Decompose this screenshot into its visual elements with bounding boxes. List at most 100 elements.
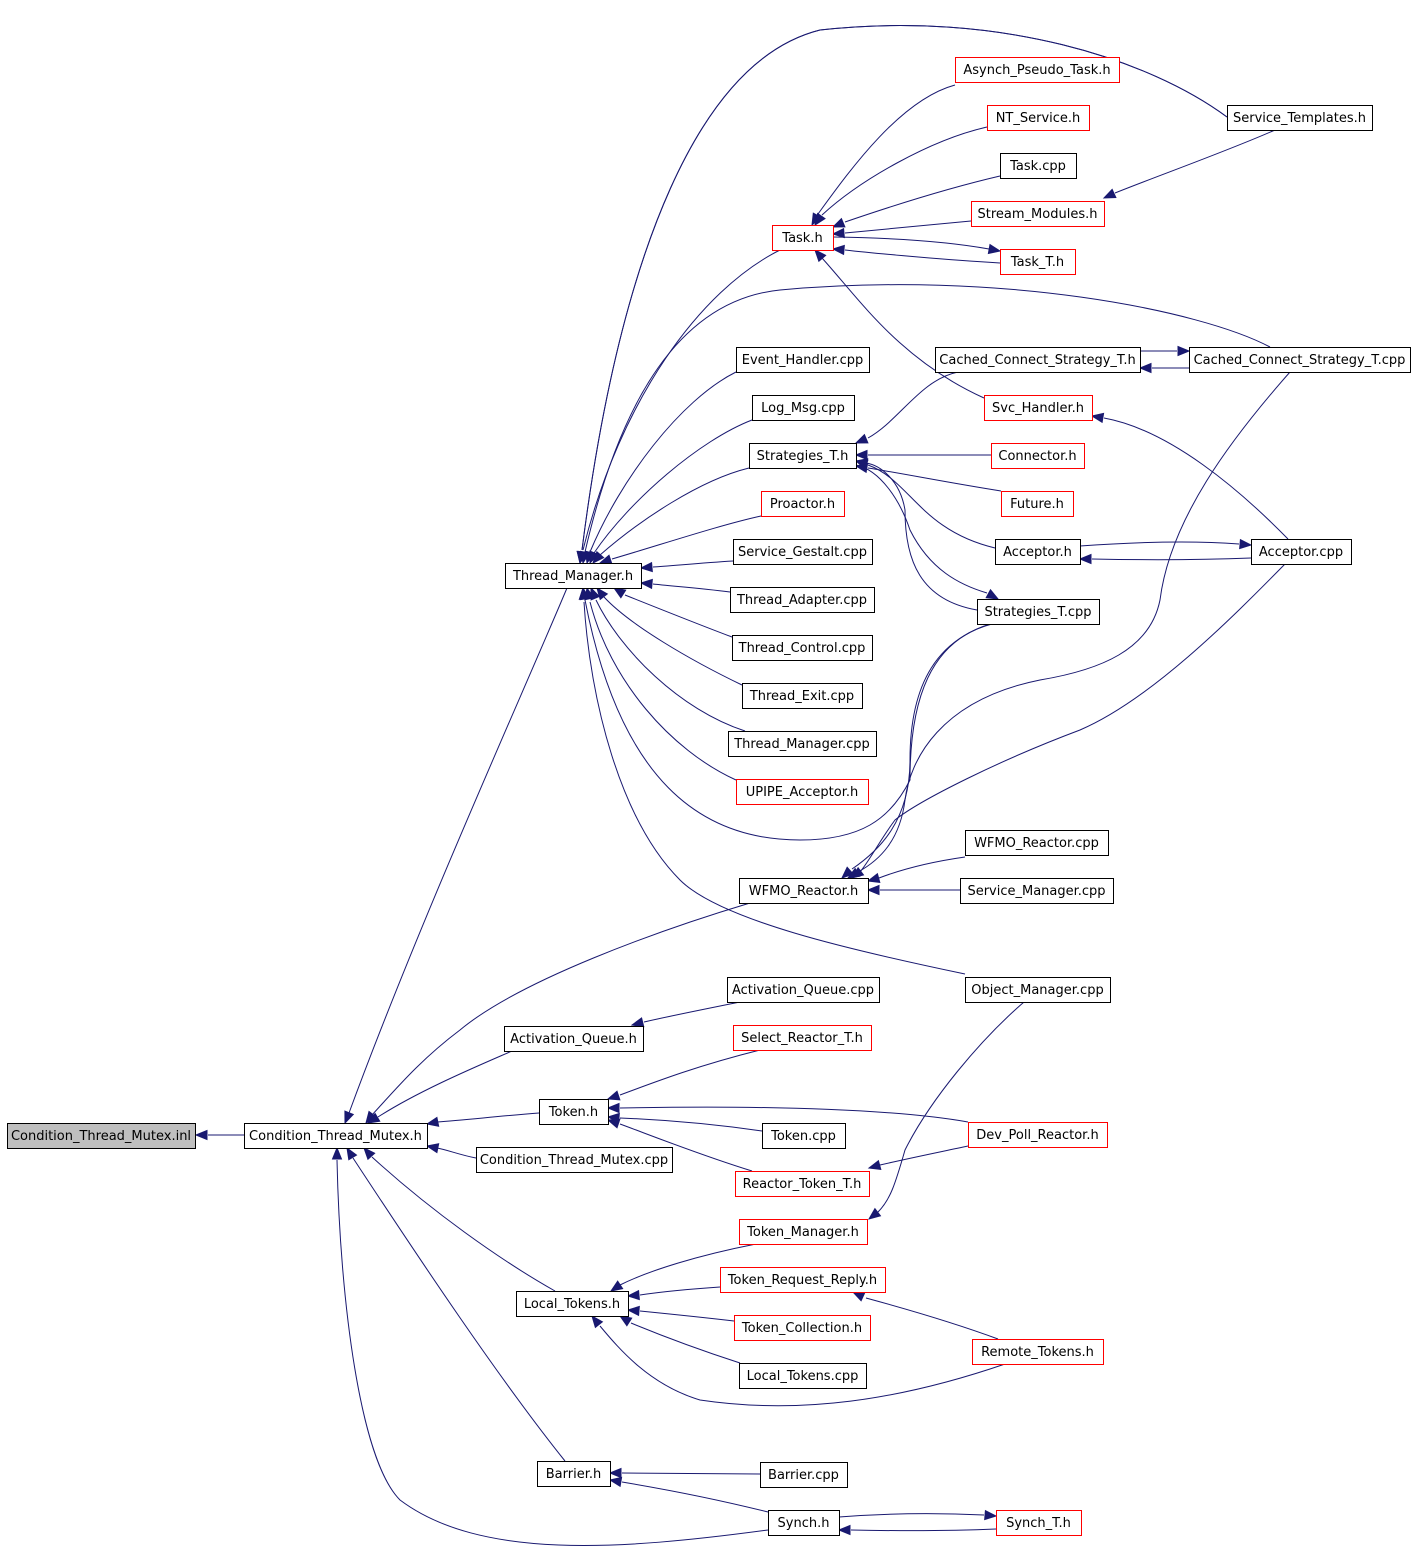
node-asynch-pseudo-task-h[interactable]: Asynch_Pseudo_Task.h [955,57,1120,83]
node-label: Task.h [781,231,822,246]
arrowhead [596,586,609,601]
node-connector-h[interactable]: Connector.h [991,443,1085,469]
edge-line [867,464,996,549]
node-wfmo-reactor-h[interactable]: WFMO_Reactor.h [739,878,869,904]
node-label: Activation_Queue.cpp [732,983,874,998]
edge-line [599,1325,1006,1407]
node-remote-tokens-h[interactable]: Remote_Tokens.h [972,1339,1104,1365]
node-thread-manager-cpp[interactable]: Thread_Manager.cpp [728,731,877,757]
edge-line [621,1472,761,1475]
node-svc-handler-h[interactable]: Svc_Handler.h [984,395,1093,421]
node-select-reactor-t-h[interactable]: Select_Reactor_T.h [733,1025,872,1051]
node-activation-queue-h[interactable]: Activation_Queue.h [504,1026,644,1052]
node-task-t-h[interactable]: Task_T.h [1000,249,1076,275]
arrowhead [626,1289,640,1301]
node-local-tokens-h[interactable]: Local_Tokens.h [516,1291,629,1317]
node-box [965,977,1111,1003]
node-cached-connect-strategy-t-h[interactable]: Cached_Connect_Strategy_T.h [935,347,1141,373]
node-stream-modules-h[interactable]: Stream_Modules.h [971,201,1105,227]
edge-select_reactor_t_h-to-token_h [606,1049,761,1101]
node-thread-manager-h[interactable]: Thread_Manager.h [505,563,642,589]
node-wfmo-reactor-cpp[interactable]: WFMO_Reactor.cpp [965,830,1109,856]
arrowhead [425,1143,440,1154]
node-service-gestalt-cpp[interactable]: Service_Gestalt.cpp [733,539,873,565]
edge-line [838,1513,985,1518]
node-barrier-h[interactable]: Barrier.h [537,1461,611,1487]
node-label: Remote_Tokens.h [981,1345,1094,1360]
edge-service_manager_cpp-to-wfmo_reactor_h [866,884,960,896]
node-label: Thread_Manager.cpp [733,737,870,752]
node-box [505,563,642,589]
node-event-handler-cpp[interactable]: Event_Handler.cpp [736,347,870,373]
node-strategies-t-cpp[interactable]: Strategies_T.cpp [977,599,1100,625]
node-box [1227,105,1373,131]
node-cached-connect-strategy-t-cpp[interactable]: Cached_Connect_Strategy_T.cpp [1189,347,1411,373]
edge-svc_handler_h-to-task_h [814,249,985,399]
node-ctm-h[interactable]: Condition_Thread_Mutex.h [244,1123,428,1149]
node-token-cpp[interactable]: Token.cpp [762,1123,846,1149]
node-object-manager-cpp[interactable]: Object_Manager.cpp [965,977,1111,1003]
node-label: Asynch_Pseudo_Task.h [963,63,1110,78]
edge-token_manager_h-to-local_tokens_h [609,1243,757,1292]
edge-line [630,1322,741,1364]
edge-line [581,25,1228,551]
node-future-h[interactable]: Future.h [1001,491,1074,517]
edge-line [377,1050,513,1118]
arrowhead [985,588,1000,600]
node-label: Service_Templates.h [1233,111,1366,126]
node-ctm-cpp[interactable]: Condition_Thread_Mutex.cpp [476,1147,673,1173]
node-box [720,1267,886,1293]
node-box [7,1123,196,1149]
node-activation-queue-cpp[interactable]: Activation_Queue.cpp [727,977,880,1003]
node-synch-t-h[interactable]: Synch_T.h [996,1510,1082,1536]
node-acceptor-h[interactable]: Acceptor.h [995,539,1081,565]
node-token-collection-h[interactable]: Token_Collection.h [734,1315,871,1341]
edge-line [857,371,1291,873]
node-thread-control-cpp[interactable]: Thread_Control.cpp [732,635,873,661]
node-task-cpp[interactable]: Task.cpp [1000,153,1077,179]
node-token-manager-h[interactable]: Token_Manager.h [739,1219,868,1245]
edge-remote_tokens_h-to-token_request_reply_h [851,1291,999,1340]
edge-synch_h-to-synch_t_h [838,1509,998,1521]
node-label: Object_Manager.cpp [971,983,1103,998]
node-proactor-h[interactable]: Proactor.h [761,491,845,517]
arrowhead [591,1314,604,1329]
edge-line [603,596,743,686]
edge-line [619,1243,757,1286]
node-thread-adapter-cpp[interactable]: Thread_Adapter.cpp [730,587,875,613]
node-dev-poll-reactor-h[interactable]: Dev_Poll_Reactor.h [968,1122,1108,1148]
edge-line [855,464,988,594]
node-box [244,1123,428,1149]
node-box [772,225,834,251]
edge-ctm_h-to-root [194,1129,244,1141]
node-upipe-acceptor-h[interactable]: UPIPE_Acceptor.h [736,779,869,805]
edge-line [821,126,988,216]
node-local-tokens-cpp[interactable]: Local_Tokens.cpp [739,1363,867,1389]
node-label: Strategies_T.h [757,449,849,464]
edge-local_tokens_h-to-ctm_h [363,1147,556,1292]
node-service-manager-cpp[interactable]: Service_Manager.cpp [960,878,1114,904]
node-label: Token_Collection.h [741,1321,862,1336]
edge-line [589,371,737,553]
edge-line [850,1528,997,1532]
node-label: Acceptor.cpp [1259,545,1343,560]
node-box [987,105,1090,131]
node-box [739,1363,867,1389]
node-nt-service-h[interactable]: NT_Service.h [987,105,1090,131]
node-box [971,201,1105,227]
edge-line [1091,557,1252,561]
node-token-h[interactable]: Token.h [539,1099,609,1125]
node-log-msg-cpp[interactable]: Log_Msg.cpp [752,395,855,421]
node-service-templates-h[interactable]: Service_Templates.h [1227,105,1373,131]
node-label: Token_Manager.h [746,1225,859,1240]
edge-synch_t_h-to-synch_h [837,1524,997,1536]
node-token-request-reply-h[interactable]: Token_Request_Reply.h [720,1267,886,1293]
node-barrier-cpp[interactable]: Barrier.cpp [760,1462,848,1488]
node-strategies-t-h[interactable]: Strategies_T.h [749,443,857,469]
node-acceptor-cpp[interactable]: Acceptor.cpp [1251,539,1352,565]
node-synch-h[interactable]: Synch.h [768,1510,840,1536]
node-reactor-token-t-h[interactable]: Reactor_Token_T.h [735,1171,870,1197]
node-thread-exit-cpp[interactable]: Thread_Exit.cpp [742,683,863,709]
node-task-h[interactable]: Task.h [772,225,834,251]
node-box [516,1291,629,1317]
